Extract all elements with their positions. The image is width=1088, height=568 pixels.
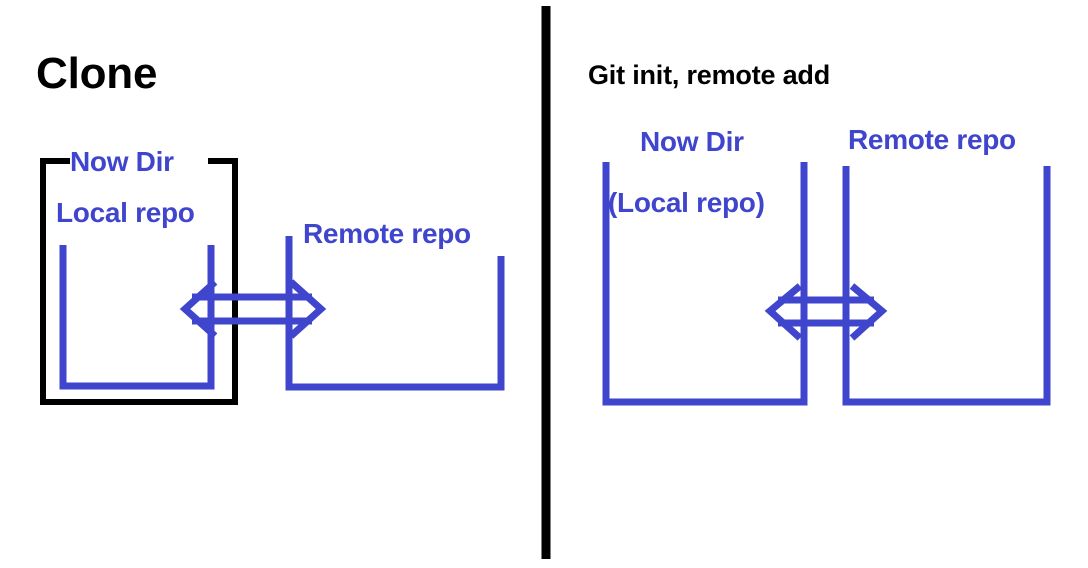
label-local-repo-parenthetical: (Local repo) [608,187,765,218]
label-remote-repo-left: Remote repo [303,218,471,249]
local-repo-box [59,245,215,390]
now-dir-container-left [40,158,238,405]
panel-title-clone: Clone [36,49,158,98]
remote-repo-box-left [285,236,505,391]
label-now-dir-right: Now Dir [640,126,744,157]
sync-arrow-left [179,279,327,339]
label-now-dir-left: Now Dir [70,146,174,177]
sync-arrow-right [764,283,888,341]
remote-repo-box-right [842,166,1051,406]
label-remote-repo-right: Remote repo [848,124,1016,155]
panel-title-git-init-remote-add: Git init, remote add [588,60,831,90]
label-local-repo: Local repo [56,197,195,228]
now-dir-box-right [602,162,808,406]
